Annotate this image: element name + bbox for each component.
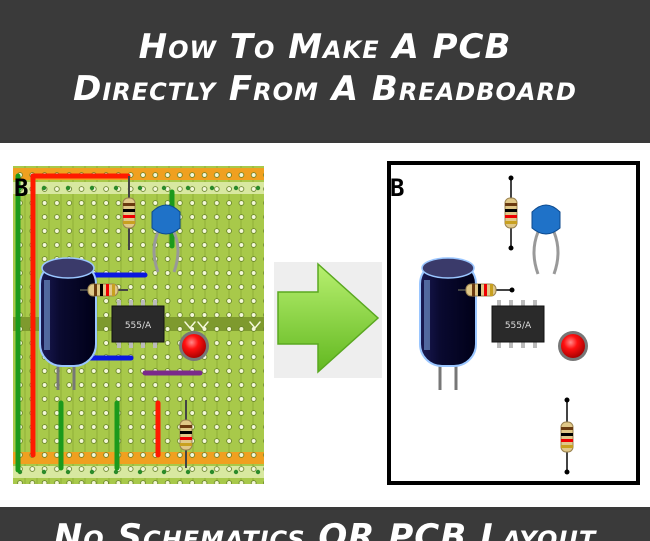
footer-text: No Schematics OR PCB Layout: [53, 517, 597, 541]
pcb-ic-555: [491, 300, 545, 348]
breadboard: [13, 166, 264, 484]
layer-tag-left: B: [14, 174, 28, 202]
pcb-electrolytic-capacitor: [419, 257, 477, 390]
title-banner: How To Make A PCB Directly From A Breadb…: [0, 0, 650, 143]
pcb-resistor-horizontal: [458, 283, 515, 297]
title-line-2: Directly From A Breadboard: [73, 69, 577, 109]
resistor-bottom: [179, 400, 193, 468]
pcb-led: [558, 331, 588, 361]
ceramic-capacitor: [151, 204, 181, 273]
pcb-resistor-top: [504, 175, 518, 251]
resistor-horizontal: [80, 283, 128, 297]
footer-banner: No Schematics OR PCB Layout: [0, 507, 650, 541]
electrolytic-capacitor: [39, 257, 97, 390]
arrow-icon: [274, 262, 382, 378]
ic-555-breadboard: [111, 300, 165, 348]
pcb-resistor-bottom: [560, 397, 574, 475]
ic-label-right: 555/A: [505, 321, 532, 331]
ic-label-left: 555/A: [125, 321, 152, 331]
led-breadboard: [179, 331, 209, 361]
resistor-top: [122, 176, 136, 250]
layer-tag-right: B: [390, 174, 404, 202]
pcb-ceramic-capacitor: [531, 204, 561, 275]
title-line-1: How To Make A PCB: [138, 27, 512, 67]
pcb-layout: [387, 161, 640, 485]
